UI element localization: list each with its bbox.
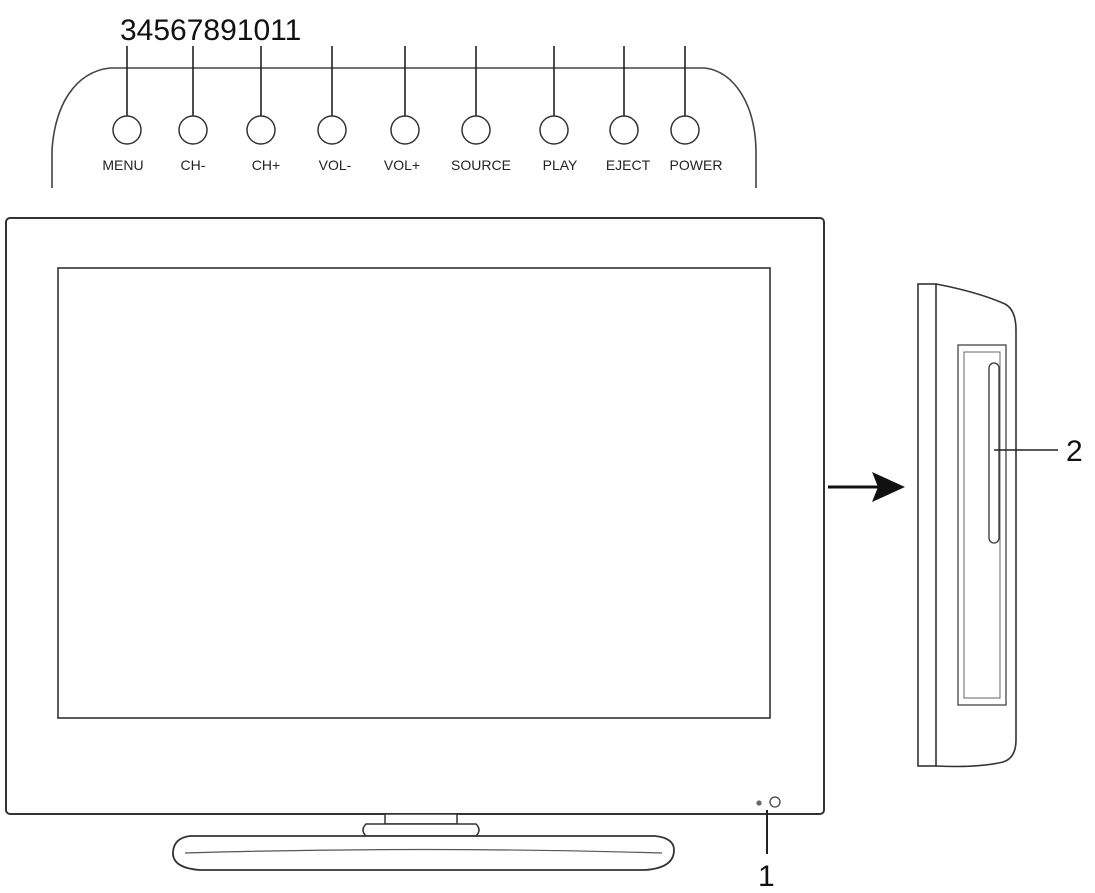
control-buttons: MENU CH- CH+ VOL- VOL+ SOURCE PLAY EJECT POWER: [102, 46, 722, 173]
stand-neck: [384, 813, 458, 825]
ch-plus-button[interactable]: [246, 115, 276, 145]
power-label: POWER: [670, 157, 723, 173]
ch-plus-label: CH+: [252, 157, 280, 173]
side-view-front-edge: [917, 283, 937, 767]
disc-slot: [988, 362, 1000, 544]
vol-minus-label: VOL-: [319, 157, 352, 173]
callout-2: 2: [1066, 435, 1083, 468]
stand-base-edge: [184, 848, 663, 854]
power-led-icon: [756, 800, 762, 806]
arrow-right-icon: [872, 472, 905, 502]
vol-plus-button[interactable]: [390, 115, 420, 145]
menu-button[interactable]: [112, 115, 142, 145]
control-panel-outline: [51, 67, 757, 188]
ch-minus-button[interactable]: [178, 115, 208, 145]
eject-button[interactable]: [609, 115, 639, 145]
ch-minus-label: CH-: [181, 157, 206, 173]
ir-sensor-icon: [769, 796, 781, 808]
side-panel-inner: [963, 351, 1001, 699]
menu-label: MENU: [102, 157, 143, 173]
tv-screen: [57, 267, 771, 719]
source-button[interactable]: [461, 115, 491, 145]
stand-base: [172, 835, 675, 871]
play-label: PLAY: [543, 157, 578, 173]
callout-numbers-3-to-11: 34567891011: [120, 14, 301, 47]
tv-bezel: [5, 217, 825, 815]
callout-1: 1: [758, 860, 775, 893]
power-button[interactable]: [670, 115, 700, 145]
play-button[interactable]: [539, 115, 569, 145]
vol-minus-button[interactable]: [317, 115, 347, 145]
side-panel-recess: [957, 344, 1007, 706]
eject-label: EJECT: [606, 157, 651, 173]
vol-plus-label: VOL+: [384, 157, 420, 173]
stand-collar: [362, 823, 480, 837]
side-view-body: [935, 283, 1017, 768]
source-label: SOURCE: [451, 157, 511, 173]
